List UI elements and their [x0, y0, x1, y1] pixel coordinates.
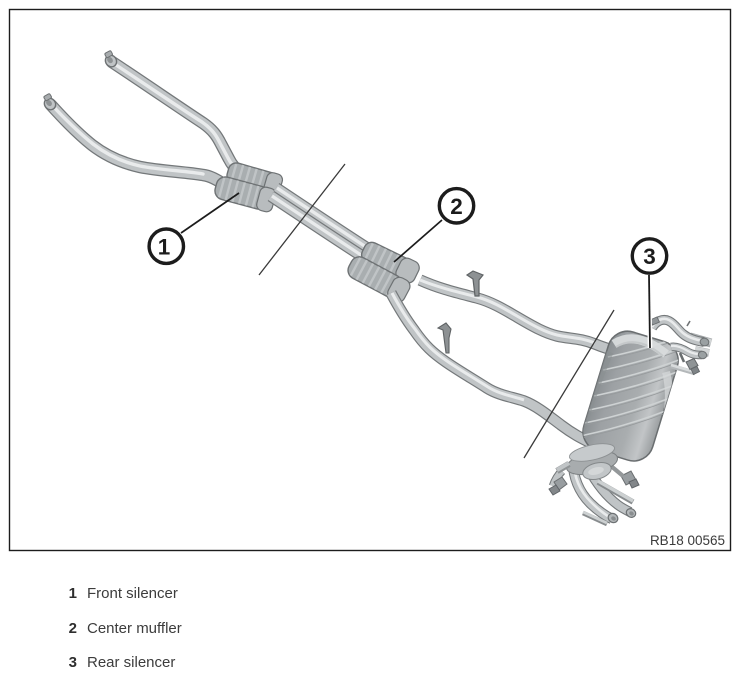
- svg-text:1: 1: [158, 234, 171, 259]
- svg-text:3: 3: [643, 244, 656, 269]
- svg-text:RB18 00565: RB18 00565: [650, 533, 725, 548]
- svg-text:2: 2: [450, 194, 463, 219]
